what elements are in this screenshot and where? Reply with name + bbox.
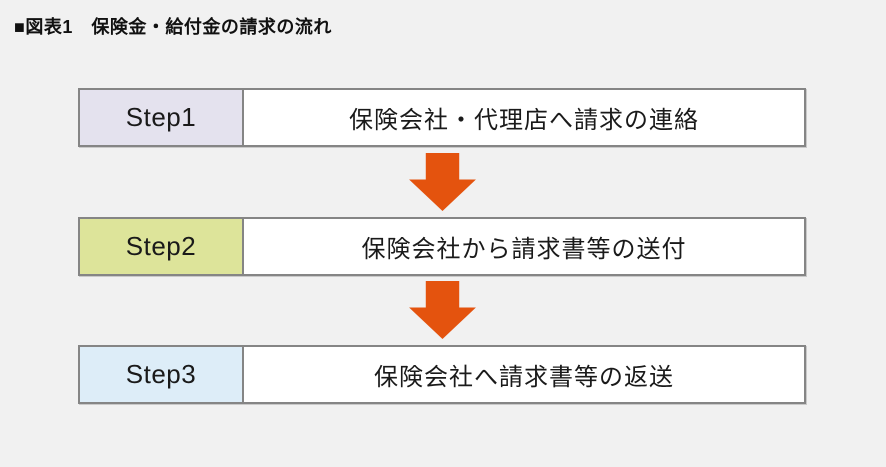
- step2-label-cell: Step2: [80, 219, 244, 274]
- down-arrow-icon: [409, 153, 476, 212]
- step2-content-cell: 保険会社から請求書等の送付: [244, 219, 804, 274]
- flow-step-row-3: Step3 保険会社へ請求書等の返送: [78, 345, 806, 404]
- down-arrow-icon: [409, 281, 476, 340]
- step1-content-cell: 保険会社・代理店へ請求の連絡: [244, 90, 804, 145]
- step1-label-cell: Step1: [80, 90, 244, 145]
- step2-text: 保険会社から請求書等の送付: [361, 236, 687, 263]
- step2-label: Step2: [125, 231, 197, 261]
- down-arrow-shape: [409, 281, 476, 340]
- flow-step-row-2: Step2 保険会社から請求書等の送付: [78, 217, 806, 276]
- down-arrow-shape: [409, 153, 476, 212]
- step1-text: 保険会社・代理店へ請求の連絡: [349, 107, 699, 134]
- step1-label: Step1: [125, 102, 197, 132]
- flow-step-row-1: Step1 保険会社・代理店へ請求の連絡: [78, 88, 806, 147]
- figure-title: ■図表1 保険金・給付金の請求の流れ: [14, 17, 332, 37]
- step3-text: 保険会社へ請求書等の返送: [374, 364, 674, 391]
- step3-label-cell: Step3: [80, 347, 244, 402]
- step3-content-cell: 保険会社へ請求書等の返送: [244, 347, 804, 402]
- step3-label: Step3: [125, 359, 197, 389]
